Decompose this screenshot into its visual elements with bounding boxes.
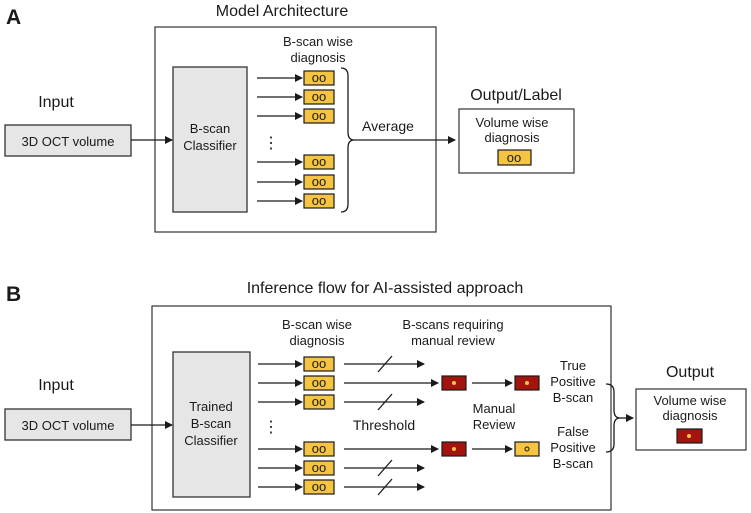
panel-b-manual-review-line2: Review (473, 417, 516, 432)
panel-b-output-chip-dot (687, 434, 691, 438)
panel-a-input-box-text: 3D OCT volume (22, 134, 115, 149)
panel-b-bscan-header-line1: B-scan wise (282, 317, 352, 332)
true-positive-line3: B-scan (553, 390, 593, 405)
panel-b-chip-text: oo (312, 356, 326, 371)
panel-a-bscan-chip (303, 70, 335, 86)
panel-b-title: Inference flow for AI-assisted approach (247, 280, 524, 297)
panel-b-bscan-header-line2: diagnosis (290, 333, 345, 348)
panel-b: B Inference flow for AI-assisted approac… (4, 280, 747, 511)
review-chip-dot (452, 447, 456, 451)
false-positive-chip-dot (524, 446, 530, 452)
panel-b-bscan-chip (303, 460, 335, 476)
panel-a-output-line2: diagnosis (485, 130, 540, 145)
panel-a-bscan-header-line1: B-scan wise (283, 34, 353, 49)
panel-a-bscan-rows-top: oo oo oo (257, 70, 335, 124)
panel-a-letter: A (6, 6, 21, 29)
panel-a-bscan-chip (303, 154, 335, 170)
true-positive-chip-dot (525, 381, 529, 385)
panel-b-review-header-line1: B-scans requiring (402, 317, 503, 332)
panel-b-classifier-box (172, 351, 251, 498)
panel-b-threshold-label: Threshold (353, 417, 415, 433)
panel-b-bscan-chip (303, 394, 335, 410)
panel-b-classifier-line3: Classifier (184, 433, 238, 448)
panel-a-bscan-header-line2: diagnosis (291, 50, 346, 65)
panel-a-chip-text: oo (312, 108, 326, 123)
panel-a-title: Model Architecture (216, 3, 349, 20)
panel-b-chip-text: oo (312, 375, 326, 390)
block-slash (377, 393, 393, 411)
panel-a-bscan-chip (303, 193, 335, 209)
panel-b-threshold-arrows (344, 355, 439, 496)
panel-b-manual-review-line1: Manual (473, 401, 516, 416)
panel-a-chip-text: oo (312, 70, 326, 85)
panel-b-output-line2: diagnosis (663, 408, 718, 423)
panel-b-chip-text: oo (312, 460, 326, 475)
panel-b-review-header-line2: manual review (411, 333, 495, 348)
panel-a-classifier-line1: B-scan (190, 121, 230, 136)
panel-b-classifier-line2: B-scan (191, 416, 231, 431)
panel-a-classifier-box (172, 66, 248, 213)
panel-b-chip-text: oo (312, 394, 326, 409)
panel-a-bscan-chip (303, 89, 335, 105)
panel-a-output-chip-text: oo (507, 150, 521, 165)
panel-a-average-label: Average (362, 118, 414, 134)
panel-a-output-line1: Volume wise (476, 115, 549, 130)
panel-b-bscan-chip (303, 441, 335, 457)
panel-a-bscan-rows-bottom: oo oo oo (257, 154, 335, 209)
panel-a-chip-text: oo (312, 89, 326, 104)
panel-b-letter: B (6, 283, 21, 306)
block-slash (377, 459, 393, 477)
panel-b-bscan-chip (303, 375, 335, 391)
true-positive-line2: Positive (550, 374, 596, 389)
block-slash (377, 478, 393, 496)
review-chip-dot (452, 381, 456, 385)
panel-a-chip-text: oo (312, 154, 326, 169)
panel-a-input-label: Input (38, 94, 74, 111)
panel-a-bscan-chip (303, 108, 335, 124)
panel-b-input-box-text: 3D OCT volume (22, 418, 115, 433)
false-positive-chip (514, 441, 540, 457)
panel-b-input-label: Input (38, 377, 74, 394)
panel-b-chip-text: oo (312, 479, 326, 494)
panel-b-chip-text: oo (312, 441, 326, 456)
panel-a-bscan-chip (303, 174, 335, 190)
panel-b-bscan-chip (303, 356, 335, 372)
panel-a: A Model Architecture Input 3D OCT volume… (4, 3, 575, 233)
panel-b-ellipsis: ⋮ (263, 419, 279, 436)
panel-a-chip-text: oo (312, 174, 326, 189)
panel-a-classifier-line2: Classifier (183, 138, 237, 153)
panel-a-chip-text: oo (312, 193, 326, 208)
false-positive-line2: Positive (550, 440, 596, 455)
panel-b-output-label: Output (666, 364, 715, 381)
panel-a-input-box (4, 124, 132, 157)
panel-b-output-line1: Volume wise (654, 393, 727, 408)
false-positive-line1: False (557, 424, 589, 439)
panel-a-ellipsis: ⋮ (263, 135, 279, 152)
panel-a-output-chip (497, 149, 532, 166)
true-positive-line1: True (560, 358, 586, 373)
panel-b-classifier-line1: Trained (189, 399, 233, 414)
block-slash (377, 355, 393, 373)
panel-b-input-box (4, 408, 132, 441)
false-positive-line3: B-scan (553, 456, 593, 471)
panel-b-bscan-rows: oo oo oo oo oo oo (258, 356, 335, 495)
panel-b-bscan-chip (303, 479, 335, 495)
panel-a-output-label: Output/Label (470, 87, 562, 104)
